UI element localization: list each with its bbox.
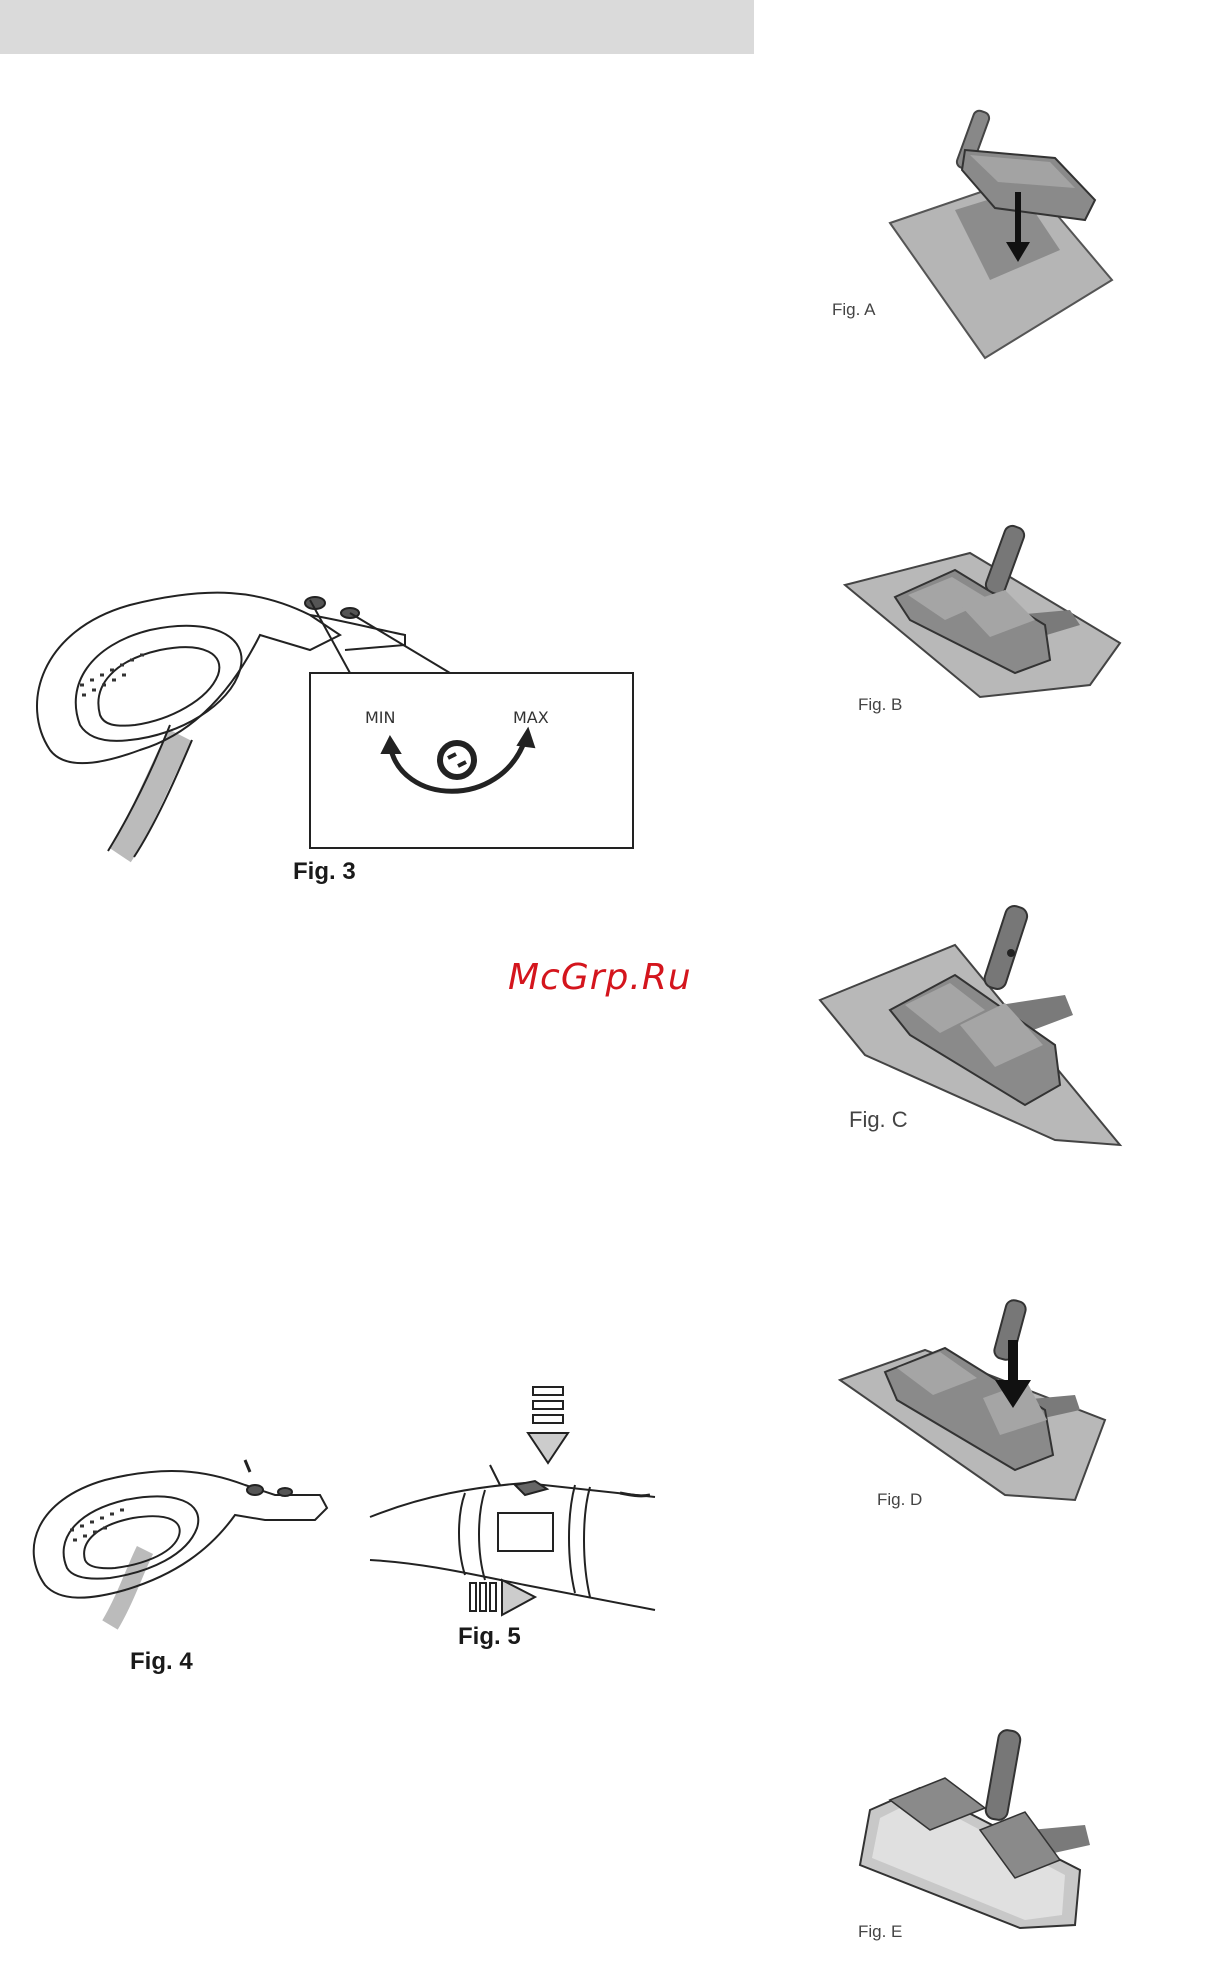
fig3-illustration: MIN MAX [10,575,640,860]
figB-caption: Fig. B [858,695,902,715]
figE-illustration [850,1730,1095,1930]
figD-caption: Fig. D [877,1490,922,1510]
figA-illustration [880,110,1120,365]
fig5-illustration [365,1385,655,1615]
max-label: MAX [513,708,549,727]
figD-illustration [835,1300,1110,1510]
fig5-caption: Fig. 5 [458,1623,521,1651]
figC-caption: Fig. C [849,1107,908,1133]
figE-caption: Fig. E [858,1922,902,1942]
fig4-illustration [15,1450,335,1630]
watermark: McGrp.Ru [508,957,692,998]
figA-caption: Fig. A [832,300,875,320]
fig4-caption: Fig. 4 [130,1648,193,1676]
min-label: MIN [365,708,396,727]
figB-illustration [840,525,1140,705]
header-bar [0,0,754,54]
fig3-caption: Fig. 3 [293,858,356,886]
